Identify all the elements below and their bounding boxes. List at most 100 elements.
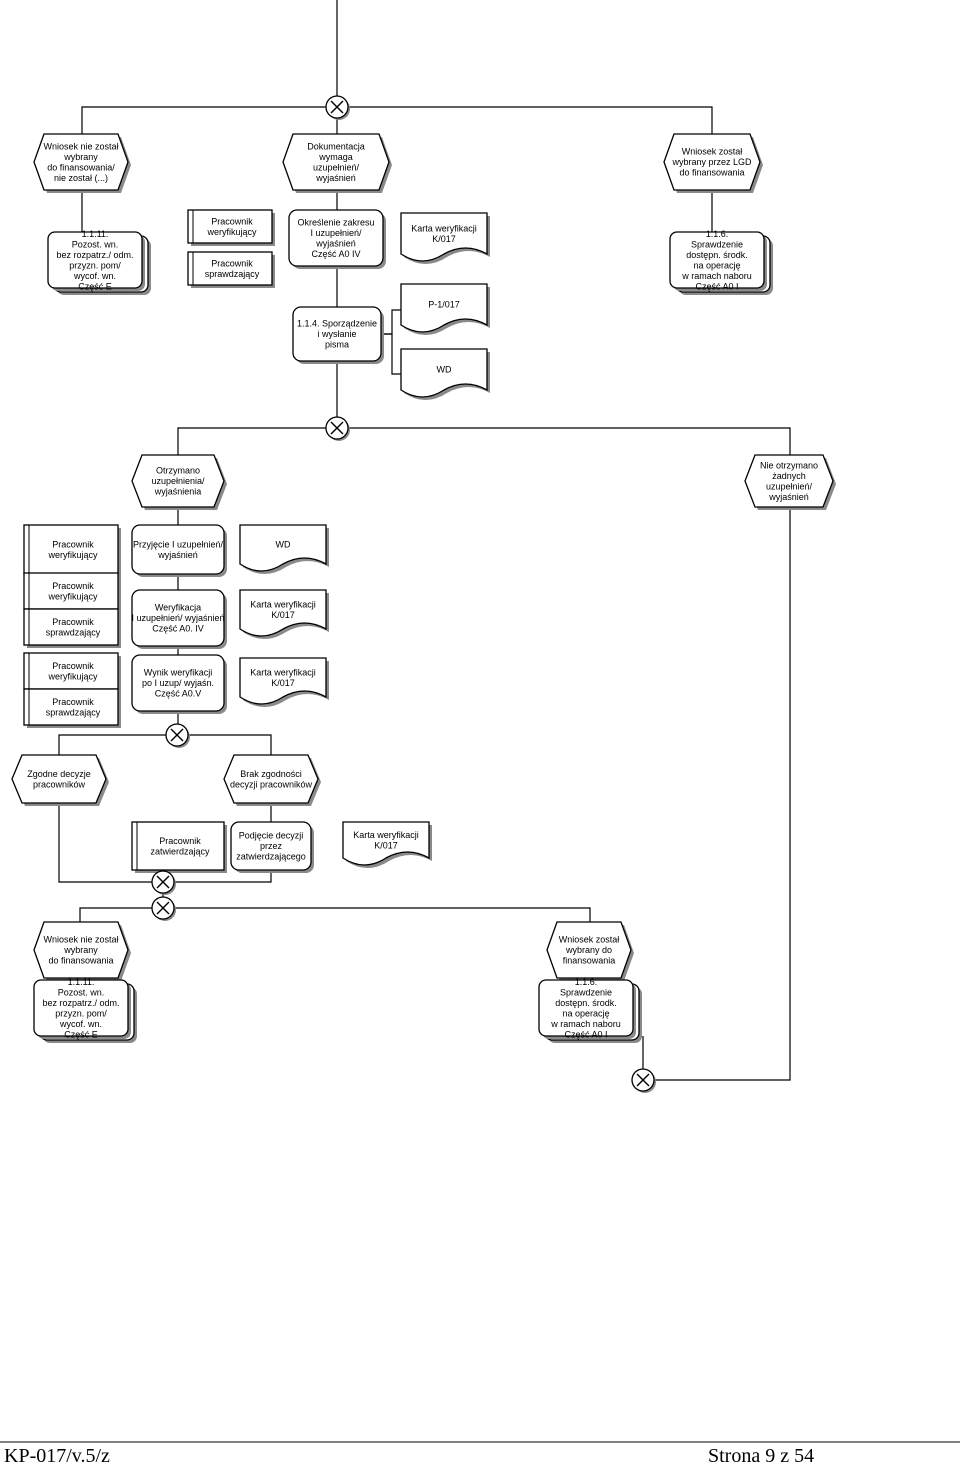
node-label-line: Pracownik: [211, 216, 253, 226]
node-label-line: nie został (...): [54, 173, 108, 183]
node-label-line: I uzupełnień/: [310, 228, 362, 238]
connector-5: [81, 106, 326, 134]
node-label-line: weryfikujący: [47, 671, 98, 681]
node-label-line: 1.1.11.: [82, 229, 109, 239]
node-label-line: K/017: [271, 678, 295, 688]
node-label-line: Dokumentacja: [307, 141, 365, 151]
node-label-line: Określenie zakresu: [297, 217, 374, 227]
node-label-line: Karta weryfikacji: [411, 223, 477, 233]
node-label-line: K/017: [271, 610, 295, 620]
node-label-line: Wniosek został: [559, 935, 620, 945]
node-label-line: wymaga: [318, 152, 353, 162]
node-label-line: Przyjęcie I uzupełnień/: [133, 539, 224, 549]
node-label-line: Wniosek nie został: [43, 935, 118, 945]
node-label-line: wyjaśnienia: [154, 487, 202, 497]
node-label-line: do finansowania/: [47, 162, 115, 172]
node-label-line: uzupełnień/: [313, 162, 360, 172]
node-label-line: Weryfikacja: [155, 603, 201, 613]
node-label-line: finansowania: [563, 956, 616, 966]
node-label-line: 1.1.6.: [706, 229, 729, 239]
node-label-line: pracowników: [33, 779, 86, 789]
g1-xor: [325, 95, 350, 120]
p-left2-proc: 1.1.11.Pozost. wn.bez rozpatrz./ odm.prz…: [33, 977, 137, 1043]
node-label-line: zatwierdzającego: [236, 852, 306, 862]
node-label-line: 1.1.6.: [575, 977, 598, 987]
g2-xor: [325, 416, 350, 441]
g4-xor: [151, 870, 176, 895]
d-wd2-doc: WD: [239, 524, 329, 574]
connector-lines: [58, 0, 791, 1081]
node-label-line: przez: [260, 841, 283, 851]
node-label-line: wyjaśnień: [315, 173, 356, 183]
node-label-line: Część A0.V: [155, 689, 202, 699]
node-label-line: przyzn. pom/: [69, 260, 121, 270]
node-label-line: Pozost. wn.: [58, 987, 105, 997]
connector-19: [188, 734, 272, 755]
f-przyjecie-func: Przyjęcie I uzupełnień/wyjaśnień: [131, 524, 227, 577]
node-label-line: Część A0 I: [695, 281, 738, 291]
node-label-line: K/017: [374, 840, 398, 850]
d-wd1-doc: WD: [400, 348, 490, 400]
node-label-line: w ramach naboru: [681, 271, 752, 281]
node-label-line: Pracownik: [211, 258, 253, 268]
node-label-line: Pracownik: [52, 617, 94, 627]
node-label-line: żadnych: [772, 471, 806, 481]
node-label-line: Część A0 IV: [311, 249, 360, 259]
connector-11: [177, 427, 326, 455]
node-label-line: Sprawdzenie: [560, 987, 612, 997]
node-label-line: Część A0 I: [564, 1029, 607, 1039]
node-label-line: P-1/017: [428, 300, 460, 310]
node-label-line: Część E: [78, 281, 112, 291]
node-label-line: wyjaśnień: [157, 550, 198, 560]
g6-xor: [631, 1068, 656, 1093]
node-label-line: i wysłanie: [317, 329, 356, 339]
node-label-line: zatwierdzający: [150, 846, 210, 856]
node-label-line: dostępn. środk.: [686, 250, 748, 260]
node-label-line: pisma: [325, 340, 349, 350]
node-label-line: Część A0. IV: [152, 624, 204, 634]
node-label-line: Nie otrzymano: [760, 460, 818, 470]
p-left1-proc: 1.1.11.Pozost. wn.bez rozpatrz./ odm.prz…: [47, 229, 151, 295]
node-label-line: wybrany przez LGD: [671, 157, 752, 167]
node-label-line: sprawdzający: [46, 707, 101, 717]
node-label-line: Pracownik: [52, 539, 94, 549]
connector-13: [654, 507, 791, 1081]
node-label-line: dostępn. środk.: [555, 998, 617, 1008]
node-label-line: Pracownik: [52, 697, 94, 707]
node-label-line: Wniosek nie został: [43, 141, 118, 151]
connector-24: [79, 907, 152, 922]
node-label-line: 1.1.4. Sporządzenie: [297, 319, 377, 329]
node-label-line: WD: [437, 365, 452, 375]
node-label-line: decyzji pracowników: [230, 779, 313, 789]
node-label-line: wybrany: [63, 945, 98, 955]
node-label-line: w ramach naboru: [550, 1019, 621, 1029]
node-label-line: Pracownik: [52, 581, 94, 591]
node-label-line: 1.1.11.: [68, 977, 95, 987]
node-label-line: wybrany: [63, 152, 98, 162]
node-label-line: Zgodne decyzje: [27, 769, 91, 779]
node-label-line: weryfikujący: [206, 227, 257, 237]
connector-10: [381, 333, 401, 375]
node-label-line: sprawdzający: [46, 627, 101, 637]
node-label-line: WD: [276, 540, 291, 550]
node-label-line: do finansowania: [48, 956, 113, 966]
